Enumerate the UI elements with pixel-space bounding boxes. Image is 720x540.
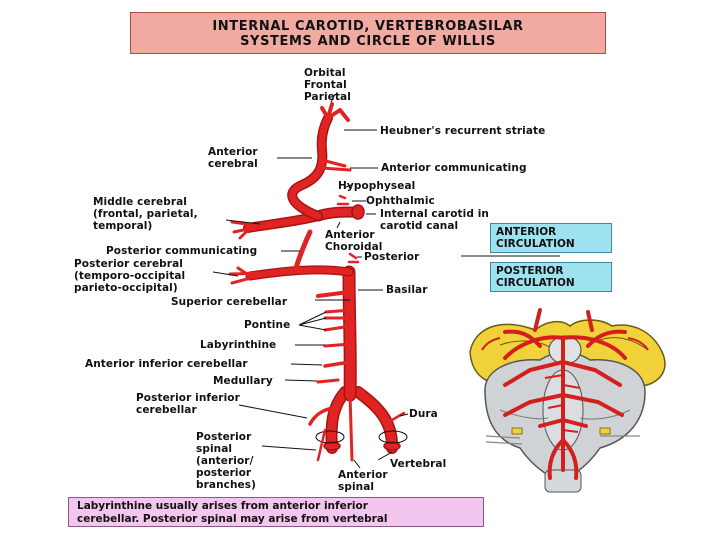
label-anterior-choroidal: Anterior Choroidal [325,229,383,253]
label-basilar: Basilar [386,284,428,296]
anterior-spinal-branch [348,393,354,462]
label-internal-carotid: Internal carotid in carotid canal [380,208,489,232]
footnote-line-1: Labyrinthine usually arises from anterio… [77,500,368,512]
dura-branch [390,411,406,422]
label-dura: Dura [409,408,438,420]
artery-tree [228,102,408,462]
footnote-box: Labyrinthine usually arises from anterio… [68,497,484,527]
label-posterior: Posterior [364,251,420,263]
superior-cerebellar-branch [316,290,351,298]
label-pontine: Pontine [244,319,291,331]
leader-lines [212,93,560,469]
label-anterior-inferior-cerebellar: Anterior inferior cerebellar [85,358,248,370]
posterior-communicating-artery [293,229,313,271]
label-middle-cerebral: Middle cerebral (frontal, parietal, temp… [93,196,198,232]
title-line-1: INTERNAL CAROTID, VERTEBROBASILAR [212,19,524,34]
label-posterior-communicating: Posterior communicating [106,245,258,257]
label-orbital: Orbital [304,67,346,79]
label-medullary: Medullary [213,375,273,387]
brain-base-inset [469,308,666,493]
medullary-branch [316,378,340,384]
label-anterior-cerebral: Anterior cerebral [208,146,258,170]
label-posterior-cerebral: Posterior cerebral (temporo-occipital pa… [74,258,186,294]
label-vertebral: Vertebral [390,458,447,470]
label-labyrinthine: Labyrinthine [200,339,277,351]
legend-posterior-circulation: POSTERIOR CIRCULATION [490,262,612,292]
label-parietal: Parietal [304,91,351,103]
pontine-branches [323,308,353,332]
label-hypophyseal: Hypophyseal [338,180,416,192]
aica-branch [323,360,352,368]
label-posterior-spinal: Posterior spinal (anterior/ posterior br… [196,431,257,491]
label-ophthalmic: Ophthalmic [366,195,435,207]
label-heubner: Heubner's recurrent striate [380,125,546,137]
legend-anterior-circulation: ANTERIOR CIRCULATION [490,223,612,253]
footnote-line-2: cerebellar. Posterior spinal may arise f… [77,512,388,525]
posterior-spinal-branch [316,428,327,462]
label-anterior-spinal: Anterior spinal [338,469,388,493]
labyrinthine-branch [323,342,353,348]
title-line-2: SYSTEMS AND CIRCLE OF WILLIS [240,34,496,49]
label-frontal: Frontal [304,79,347,91]
title-banner: INTERNAL CAROTID, VERTEBROBASILAR SYSTEM… [130,12,606,54]
pica-branch [308,406,335,426]
label-posterior-inferior-cerebellar: Posterior inferior cerebellar [136,392,240,416]
label-anterior-communicating: Anterior communicating [381,162,527,174]
label-superior-cerebellar: Superior cerebellar [171,296,288,308]
